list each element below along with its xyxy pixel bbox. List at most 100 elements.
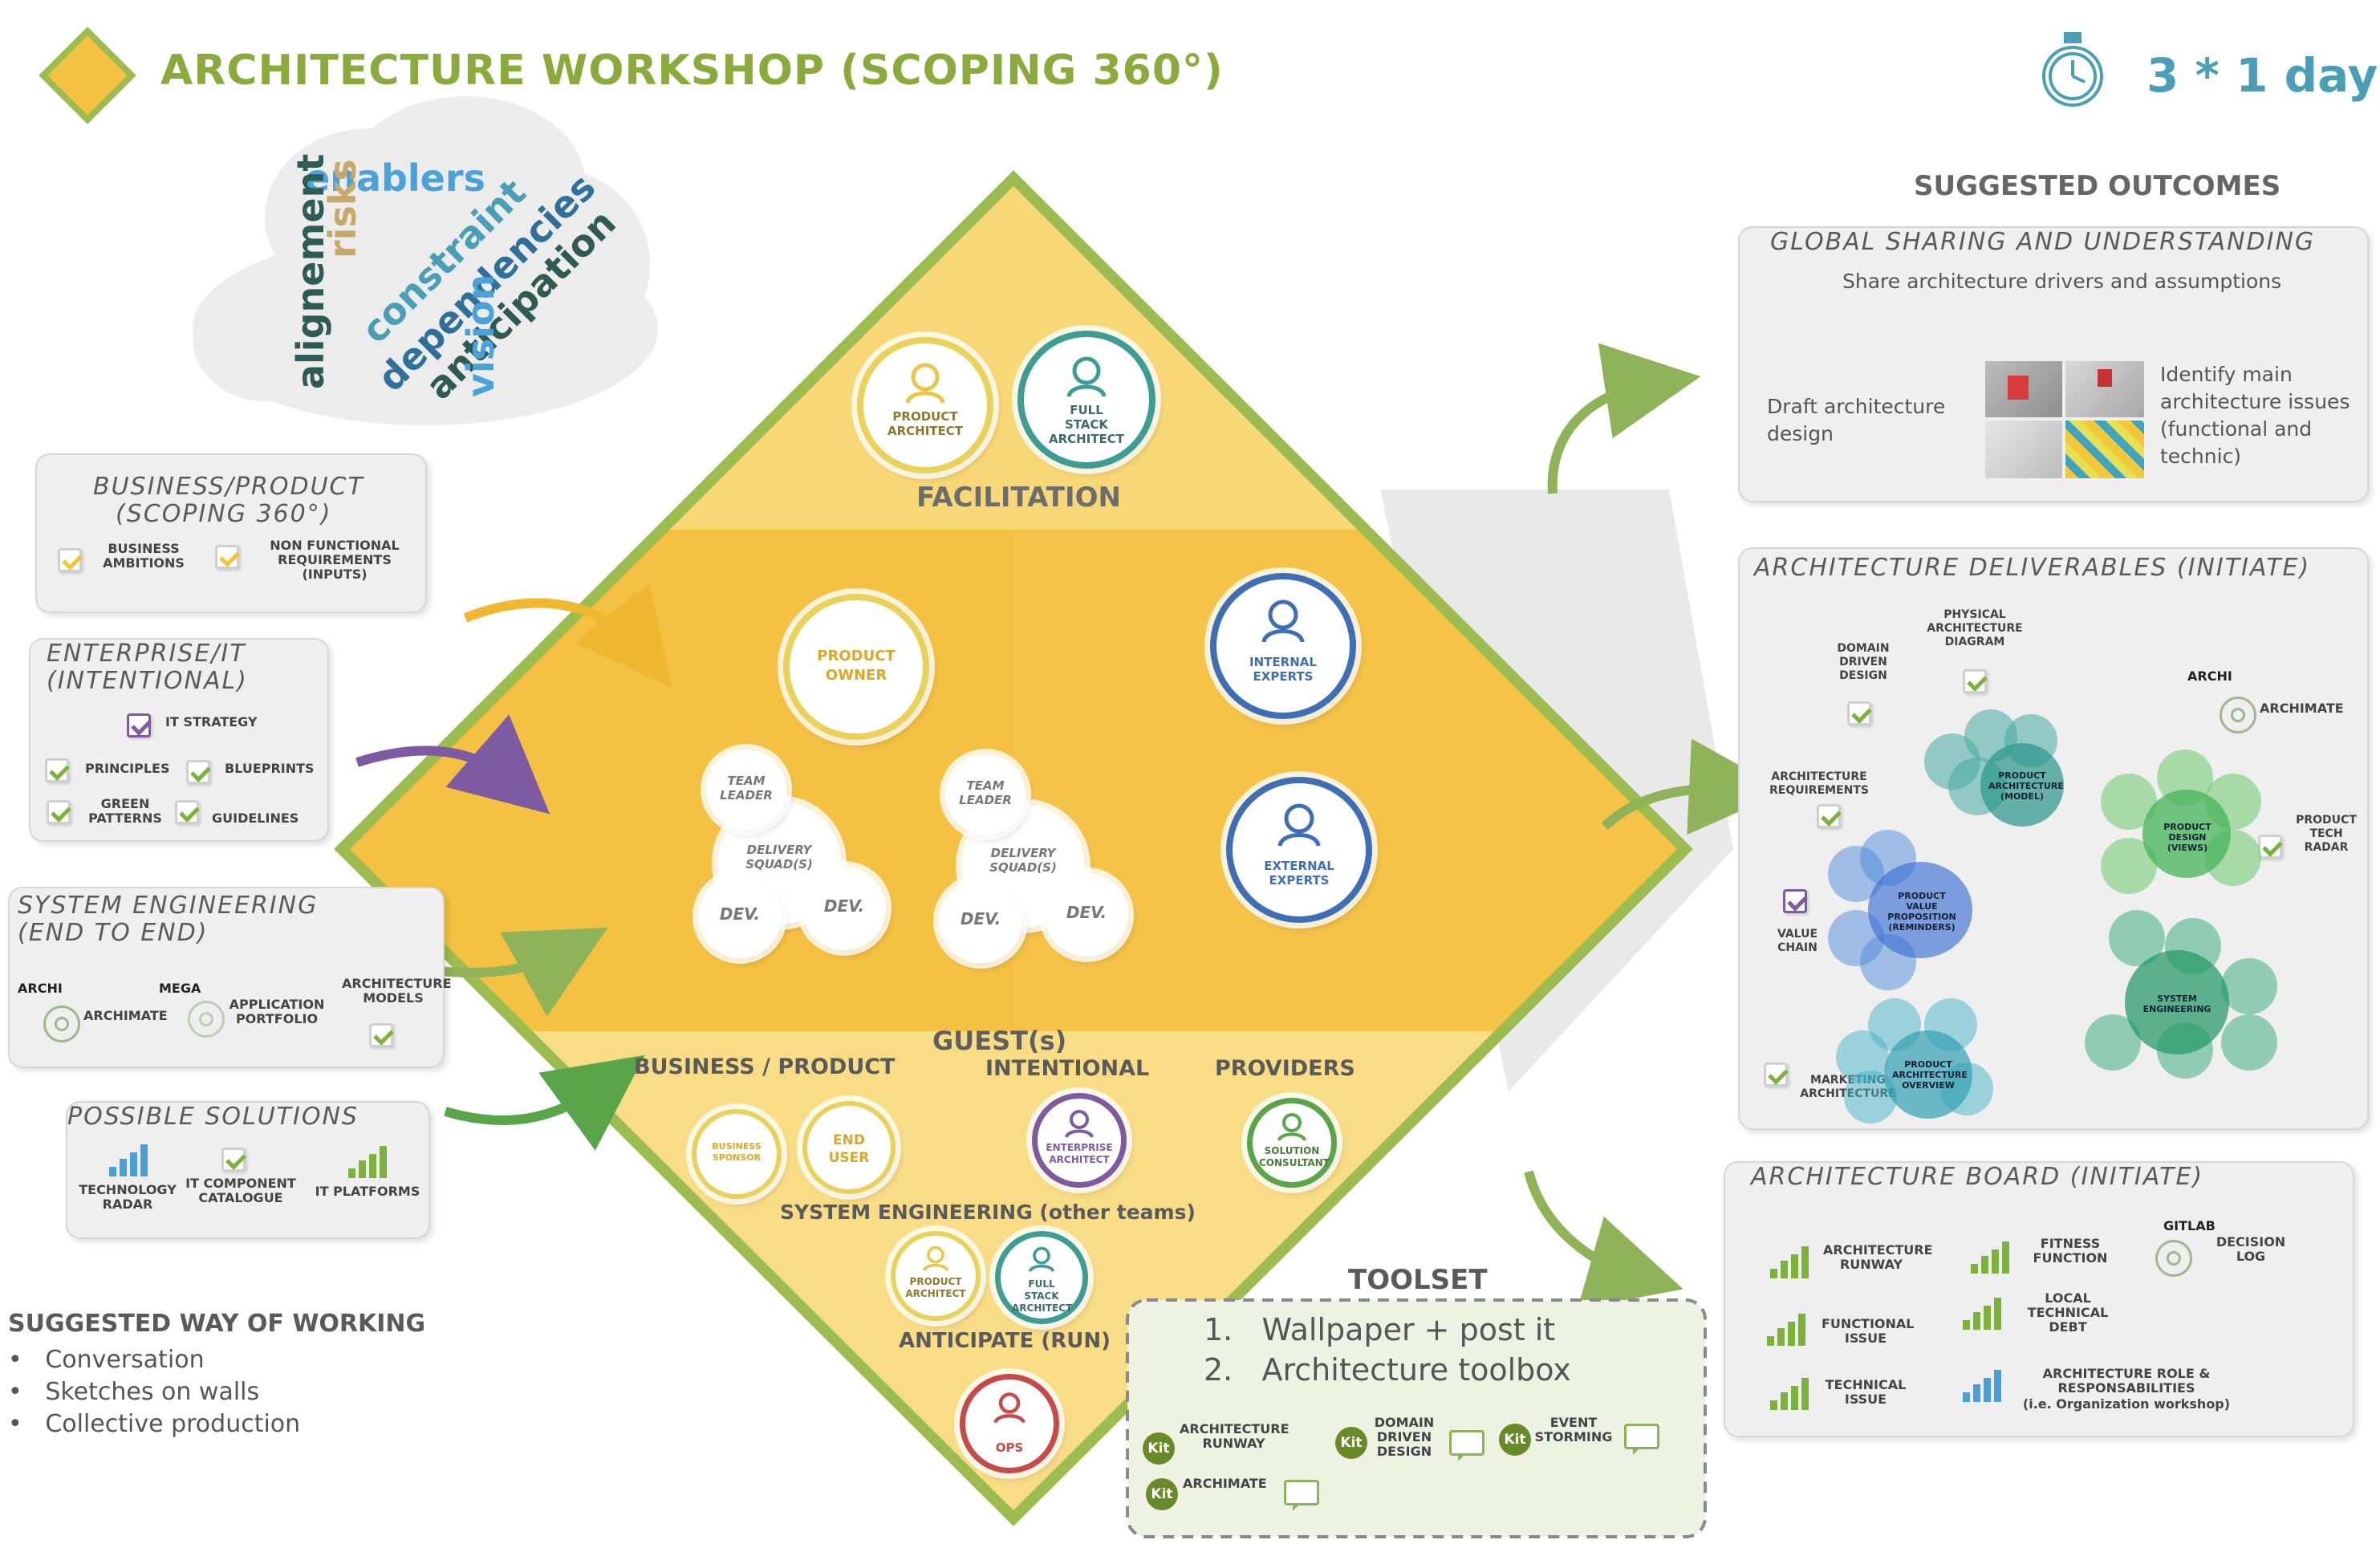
- tool-archimate: ARCHIMATE: [1183, 1476, 1267, 1491]
- checkbox-blueprints: [186, 760, 210, 784]
- label-guidelines: GUIDELINES: [212, 811, 299, 826]
- label-application-portfolio: APPLICATION PORTFOLIO: [229, 997, 325, 1026]
- label-blueprints: BLUEPRINTS: [225, 761, 315, 776]
- board-item-functional: FUNCTIONAL ISSUE: [1822, 1316, 1915, 1346]
- stopwatch-icon: [2042, 32, 2103, 107]
- panel-possible-solutions: POSSIBLE SOLUTIONS TECHNOLOGY RADAR IT C…: [66, 1101, 430, 1239]
- fitness-function-icon: [1971, 1241, 2012, 1274]
- role-business-sponsor: BUSINESS SPONSOR: [692, 1109, 782, 1199]
- kit-icon: Kit: [1499, 1424, 1531, 1456]
- panel-solutions-title: POSSIBLE SOLUTIONS: [67, 1103, 359, 1131]
- workshop-chat-icon: [1624, 1424, 1659, 1455]
- architecture-runway-icon: [1770, 1246, 1812, 1278]
- panel-enterprise-title-1: ENTERPRISE/IT: [47, 640, 246, 668]
- person-icon: [993, 1392, 1026, 1424]
- label-physical: PHYSICAL ARCHITECTURE DIAGRAM: [1927, 608, 2023, 648]
- bubble-cluster-overview: PRODUCT ARCHITECTURE OVERVIEW: [1836, 998, 2037, 1127]
- workshop-chat-icon: [1449, 1430, 1484, 1461]
- role-full-stack-architect-small: FULL STACK ARCHITECT: [995, 1231, 1088, 1324]
- squad-2-dev-a: DEV.: [939, 880, 1022, 963]
- person-icon: [905, 363, 945, 404]
- workshop-photos: [1985, 361, 2144, 478]
- board-item-roles: ARCHITECTURE ROLE & RESPONSABILITIES: [2042, 1366, 2211, 1396]
- label-principles: PRINCIPLES: [85, 761, 170, 776]
- label-archimate-tool: ARCHIMATE: [83, 1008, 168, 1023]
- word-cloud-shape: [193, 96, 658, 425]
- workshop-chat-icon: [1284, 1480, 1319, 1511]
- role-external-experts: EXTERNAL EXPERTS: [1226, 777, 1372, 923]
- photo-wall-sketch: [1985, 421, 2062, 478]
- page-title: ARCHITECTURE WORKSHOP (SCOPING 360°): [160, 47, 1224, 95]
- guests-business-product: BUSINESS / PRODUCT: [634, 1054, 896, 1079]
- duration-label: 3 * 1 day: [2146, 48, 2378, 103]
- arrow-enterprise: [355, 714, 550, 815]
- decision-log-target-icon: [2155, 1240, 2192, 1277]
- kit-icon: Kit: [1335, 1427, 1367, 1459]
- checkbox-architecture-models: [369, 1023, 393, 1047]
- arrow-outcome-deliverables: [1601, 738, 1785, 835]
- board-item-debt: LOCAL TECHNICAL DEBT: [2027, 1290, 2109, 1335]
- checkbox-it-strategy: [127, 713, 151, 737]
- tool-domain-driven-design: DOMAIN DRIVEN DESIGN: [1374, 1415, 1435, 1459]
- checkbox-physical: [1963, 669, 1987, 693]
- panel-business-product: BUSINESS/PRODUCT (SCOPING 360°) BUSINESS…: [35, 453, 427, 613]
- header-diamond-logo: [39, 26, 136, 124]
- panel-system-title-1: SYSTEM ENGINEERING: [18, 892, 319, 920]
- role-solution-consultant: SOLUTION CONSULTANT: [1247, 1098, 1337, 1188]
- squad-1-dev-a: DEV.: [698, 875, 782, 958]
- bubble-value-proposition: PRODUCT VALUE PROPOSITION (REMINDERS): [1887, 891, 1956, 932]
- person-icon: [1261, 599, 1305, 643]
- checkbox-non-functional: [215, 545, 239, 569]
- guests-label: GUEST(s): [932, 1026, 1067, 1056]
- role-internal-experts: INTERNAL EXPERTS: [1210, 573, 1356, 719]
- list-item: • Conversation: [8, 1346, 205, 1374]
- list-item: 2. Architecture toolbox: [1204, 1352, 1571, 1388]
- word-enablers: enablers: [305, 156, 485, 200]
- bubble-cluster-design: PRODUCT DESIGN (VIEWS): [2101, 750, 2277, 902]
- system-engineering-other-teams: SYSTEM ENGINEERING (other teams): [780, 1201, 1196, 1224]
- role-product-architect: PRODUCT ARCHITECT: [857, 337, 993, 473]
- label-tech-radar: PRODUCT TECH RADAR: [2296, 814, 2357, 854]
- kit-icon: Kit: [1143, 1432, 1175, 1465]
- role-end-user: END USER: [802, 1101, 896, 1194]
- checkbox-requirements: [1817, 804, 1841, 828]
- checkbox-principles: [45, 758, 69, 782]
- label-archi-tool: ARCHI: [18, 981, 63, 996]
- panel-architecture-deliverables: ARCHITECTURE DELIVERABLES (INITIATE) DOM…: [1738, 547, 2369, 1130]
- person-icon: [1065, 1110, 1094, 1138]
- person-icon: [1277, 1113, 1306, 1141]
- portfolio-target-icon: [188, 1001, 225, 1038]
- label-it-strategy: IT STRATEGY: [165, 714, 258, 729]
- panel-enterprise-title-2: (INTENTIONAL): [47, 667, 248, 695]
- checkbox-guidelines: [175, 800, 199, 824]
- global-title: GLOBAL SHARING AND UNDERSTANDING: [1770, 228, 2316, 256]
- label-architecture-models: ARCHITECTURE MODELS: [342, 976, 452, 1006]
- archimate-target-icon: [2220, 697, 2256, 733]
- technology-radar-icon: [109, 1144, 151, 1176]
- person-icon: [1277, 803, 1321, 847]
- photo-wall-pointing: [2065, 361, 2144, 417]
- label-requirements: ARCHITECTURE REQUIREMENTS: [1769, 770, 1869, 797]
- label-mega-tool: MEGA: [159, 981, 201, 996]
- label-business-ambitions: BUSINESS AMBITIONS: [103, 541, 185, 571]
- arrow-solutions: [444, 1054, 645, 1151]
- global-drivers: Share architecture drivers and assumptio…: [1842, 270, 2282, 293]
- board-title: ARCHITECTURE BOARD (INITIATE): [1751, 1163, 2204, 1191]
- panel-system-title-2: (END TO END): [18, 919, 209, 947]
- board-gitlab: GITLAB: [2163, 1218, 2216, 1233]
- board-item-fitness: FITNESS FUNCTION: [2033, 1236, 2108, 1266]
- panel-architecture-board: ARCHITECTURE BOARD (INITIATE) ARCHITECTU…: [1724, 1161, 2354, 1437]
- panel-system-engineering: SYSTEM ENGINEERING (END TO END) ARCHI AR…: [8, 887, 452, 1068]
- photo-colored-notes: [2065, 421, 2144, 478]
- squad-1-dev-b: DEV.: [802, 867, 886, 950]
- label-green-patterns: GREEN PATTERNS: [88, 796, 162, 826]
- role-ops: OPS: [960, 1374, 1059, 1473]
- label-it-component: IT COMPONENT CATALOGUE: [185, 1176, 296, 1205]
- role-product-owner: PRODUCT OWNER: [783, 594, 929, 740]
- checkbox-tech-radar: [2258, 835, 2282, 859]
- bubble-architecture-overview: PRODUCT ARCHITECTURE OVERVIEW: [1892, 1059, 1968, 1091]
- it-platforms-icon: [348, 1146, 390, 1178]
- panel-business-title-2: (SCOPING 360°): [116, 500, 332, 528]
- facilitation-label: FACILITATION: [916, 481, 1121, 514]
- list-item: • Sketches on walls: [8, 1378, 260, 1406]
